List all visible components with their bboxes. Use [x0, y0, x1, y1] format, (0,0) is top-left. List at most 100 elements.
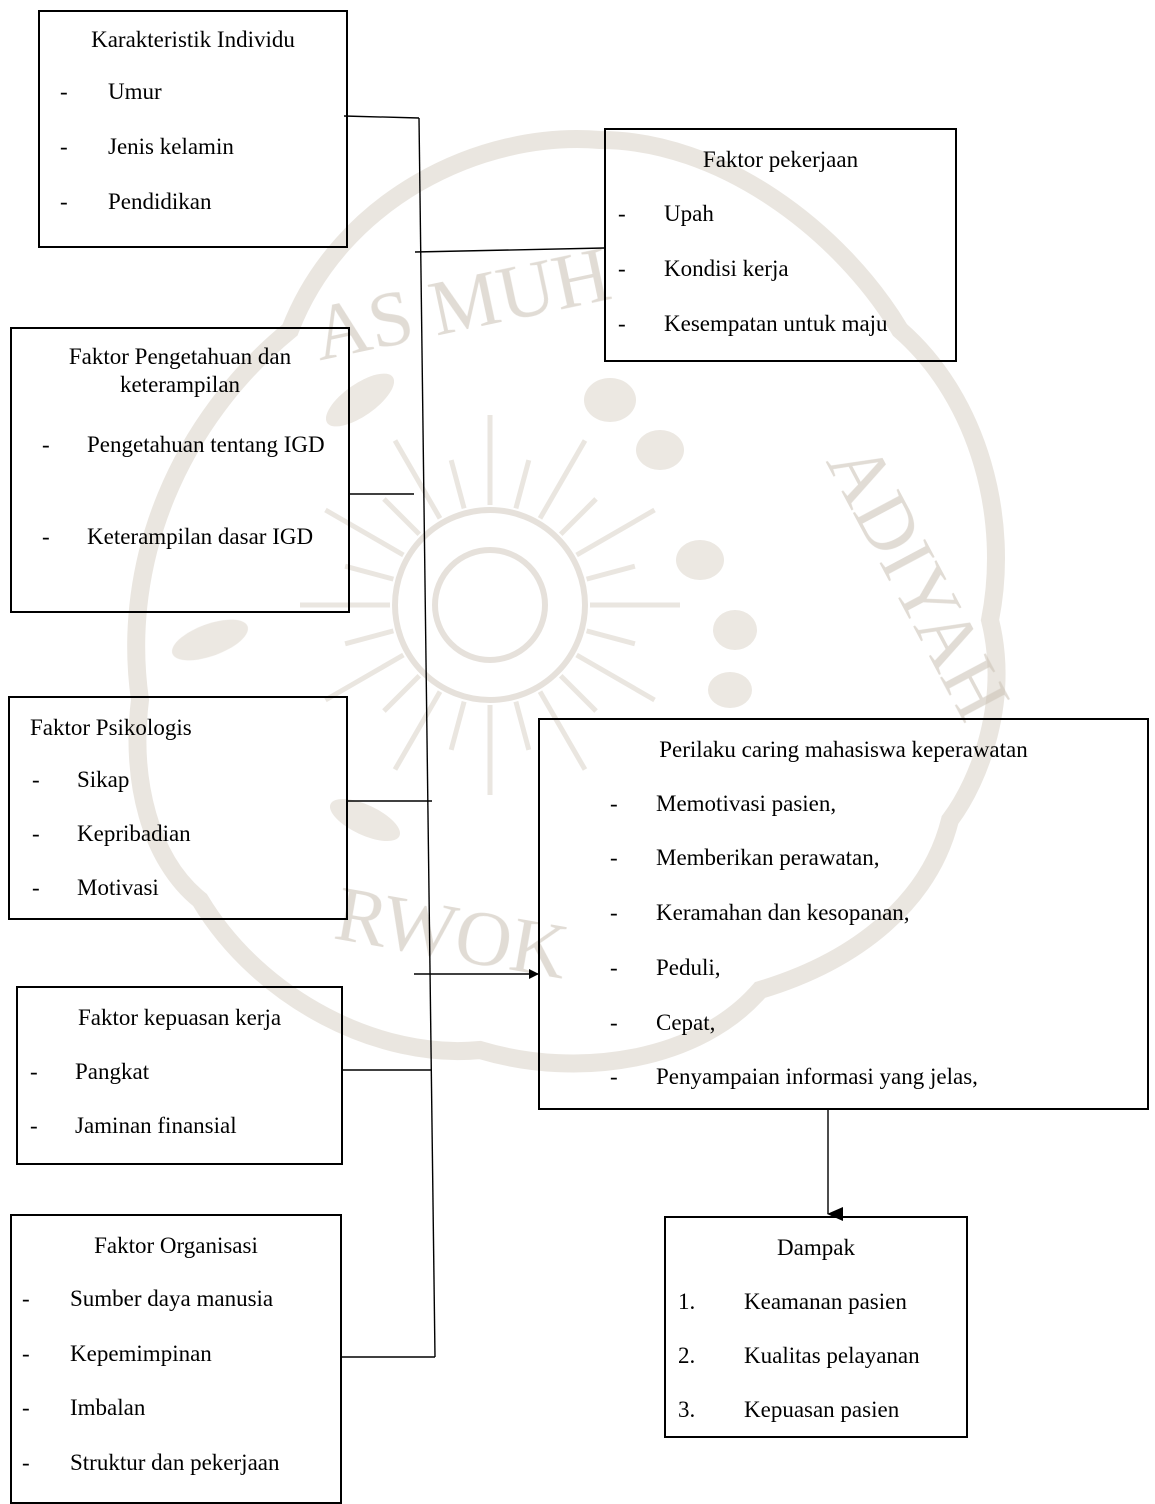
list-item: Motivasi: [77, 875, 159, 900]
bullet-dash: -: [610, 791, 618, 816]
list-item: Memberikan perawatan,: [656, 845, 880, 870]
box-karakteristik-individu: Karakteristik Individu - Umur - Jenis ke…: [38, 10, 348, 248]
list-item: Kualitas pelayanan: [744, 1343, 920, 1368]
bullet-dash: -: [60, 189, 68, 214]
bullet-dash: -: [22, 1341, 30, 1366]
leaf-icon: [172, 619, 248, 661]
list-item: Kesempatan untuk maju: [664, 311, 888, 336]
flower-icon: [584, 378, 636, 422]
bullet-dash: -: [610, 1064, 618, 1089]
seal-inner-ring: [392, 507, 588, 703]
list-number: 2.: [678, 1343, 696, 1368]
sun-ray: [575, 507, 656, 558]
seal-outline: [127, 130, 1006, 1073]
sun-ray: [585, 628, 636, 647]
sun-ray: [344, 628, 395, 647]
box-title: Dampak: [777, 1235, 855, 1260]
list-item: Jenis kelamin: [108, 134, 234, 159]
list-item: Umur: [108, 79, 162, 104]
bullet-dash: -: [618, 311, 626, 336]
bullet-dash: -: [30, 1059, 38, 1084]
bullet-dash: -: [610, 1010, 618, 1035]
list-item: Pengetahuan tentang IGD: [87, 432, 325, 457]
box-faktor-kepuasan-kerja: Faktor kepuasan kerja - Pangkat - Jamina…: [16, 986, 343, 1165]
sun-ray: [558, 673, 598, 713]
list-item: Pendidikan: [108, 189, 212, 214]
list-item: Struktur dan pekerjaan: [70, 1450, 280, 1475]
sun-ray: [513, 700, 532, 751]
sun-rays-icon: [300, 415, 680, 795]
list-item: Kondisi kerja: [664, 256, 789, 281]
bullet-dash: -: [618, 256, 626, 281]
bullet-dash: -: [32, 875, 40, 900]
box-title: Faktor kepuasan kerja: [77, 1005, 282, 1030]
bullet-dash: -: [30, 1113, 38, 1138]
sun-ray: [448, 459, 467, 510]
sun-ray: [324, 507, 405, 558]
bullet-dash: -: [610, 900, 618, 925]
bullet-dash: -: [60, 79, 68, 104]
sun-ray: [558, 497, 598, 537]
list-item: Kepemimpinan: [70, 1341, 212, 1366]
list-item: Upah: [664, 201, 714, 226]
list-number: 1.: [678, 1289, 696, 1314]
bullet-dash: -: [22, 1395, 30, 1420]
bullet-dash: -: [610, 845, 618, 870]
flower-icon: [713, 610, 757, 650]
bullet-dash: -: [32, 821, 40, 846]
box-title: Perilaku caring mahasiswa keperawatan: [659, 737, 1028, 762]
box-title: Faktor Psikologis: [30, 715, 192, 740]
box-dampak: Dampak 1. Keamanan pasien 2. Kualitas pe…: [664, 1216, 968, 1438]
sun-ray: [392, 690, 443, 771]
flower-icon: [636, 430, 684, 470]
box-title: Faktor pekerjaan: [702, 147, 859, 172]
leaf-icon: [325, 373, 395, 427]
sun-ray: [392, 439, 443, 520]
box-faktor-psikologis: Faktor Psikologis - Sikap - Kepribadian …: [8, 696, 348, 920]
list-item: Kepuasan pasien: [744, 1397, 900, 1422]
sun-ray: [382, 673, 422, 713]
list-item: Keterampilan dasar IGD: [87, 524, 314, 549]
sun-ray: [537, 690, 588, 771]
list-number: 3.: [678, 1397, 696, 1422]
sun-ray: [537, 439, 588, 520]
list-item: Imbalan: [70, 1395, 146, 1420]
list-item: Jaminan finansial: [75, 1113, 237, 1138]
list-item: Keamanan pasien: [744, 1289, 907, 1314]
list-item: Pangkat: [75, 1059, 150, 1084]
list-item: Kepribadian: [77, 821, 191, 846]
line-karakteristik: [343, 115, 420, 119]
list-item: Sikap: [77, 767, 130, 792]
sun-ray: [344, 563, 395, 582]
sun-ray: [513, 459, 532, 510]
sun-ray: [575, 652, 656, 703]
bullet-dash: -: [60, 134, 68, 159]
sun-ray: [448, 700, 467, 751]
list-item: Peduli,: [656, 955, 721, 980]
seal-center-ring: [432, 547, 548, 663]
bullet-dash: -: [32, 767, 40, 792]
vertical-trunk: [418, 117, 436, 1358]
box-faktor-pekerjaan: Faktor pekerjaan - Upah - Kondisi kerja …: [604, 128, 957, 362]
bullet-dash: -: [618, 201, 626, 226]
line-pekerjaan: [414, 247, 605, 253]
list-item: Penyampaian informasi yang jelas,: [656, 1064, 978, 1089]
bullet-dash: -: [22, 1286, 30, 1311]
box-faktor-organisasi: Faktor Organisasi - Sumber daya manusia …: [10, 1214, 342, 1504]
list-item: Memotivasi pasien,: [656, 791, 837, 816]
flower-icon: [708, 672, 752, 708]
box-title: Karakteristik Individu: [91, 27, 295, 52]
list-item: Keramahan dan kesopanan,: [656, 900, 910, 925]
box-perilaku-caring: Perilaku caring mahasiswa keperawatan - …: [538, 718, 1149, 1110]
flower-icon: [676, 540, 724, 580]
box-faktor-pengetahuan: Faktor Pengetahuan dan keterampilan - Pe…: [10, 327, 350, 613]
list-item: Cepat,: [656, 1010, 716, 1035]
sun-ray: [324, 652, 405, 703]
bullet-dash: -: [610, 955, 618, 980]
bullet-dash: -: [42, 432, 50, 457]
box-title-line1: Faktor Pengetahuan dan: [68, 344, 292, 369]
bullet-dash: -: [22, 1450, 30, 1475]
sun-ray: [585, 563, 636, 582]
box-title: Faktor Organisasi: [94, 1233, 258, 1258]
